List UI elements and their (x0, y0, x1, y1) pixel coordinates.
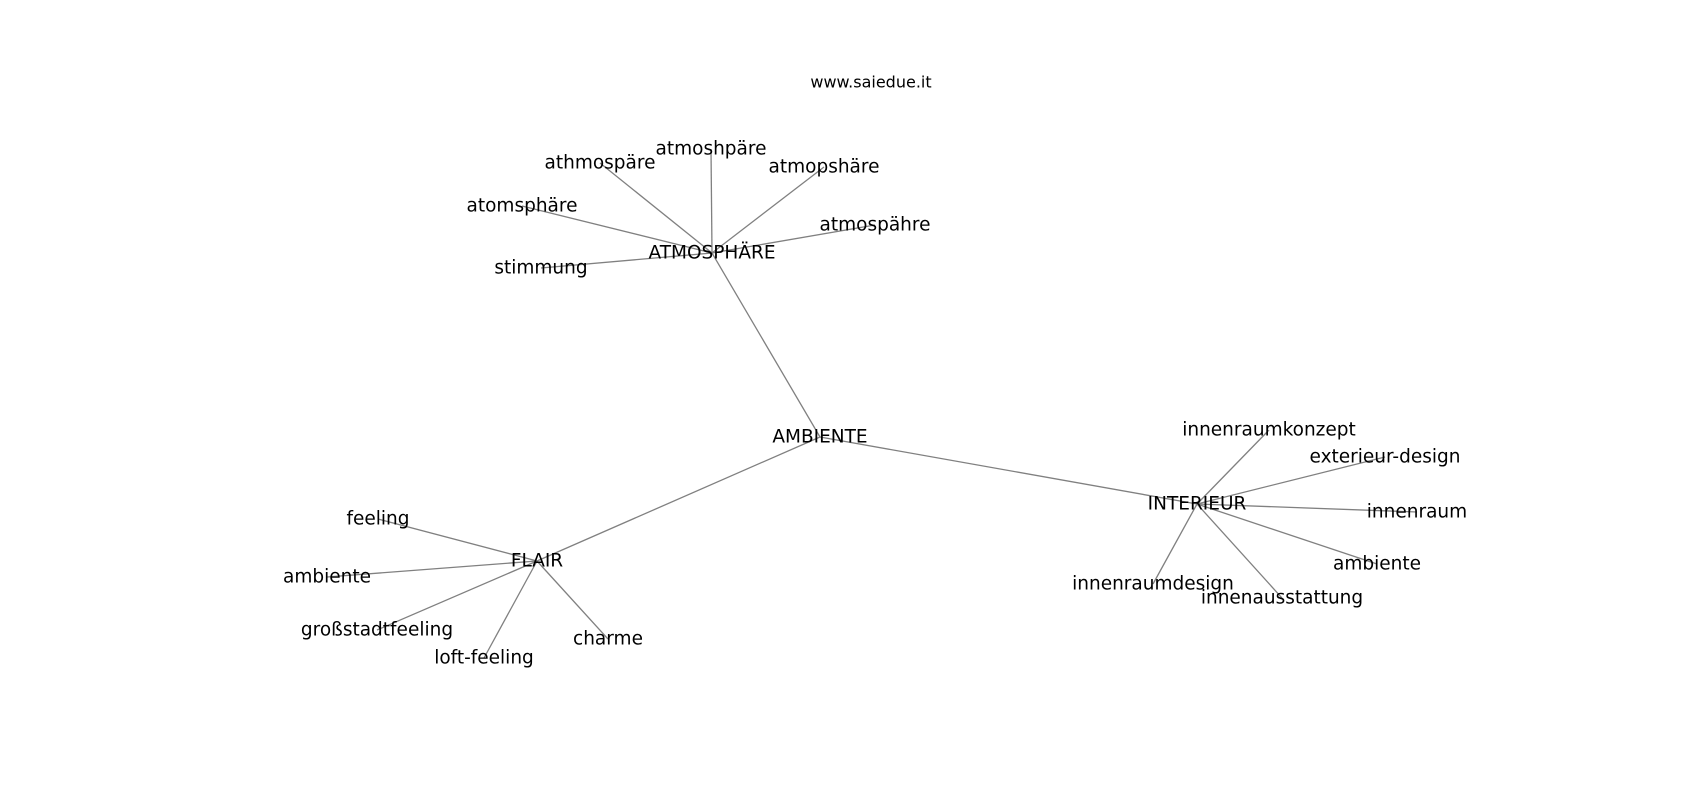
edge-atmosphaere-atmospaehre (711, 224, 876, 254)
node-label-innenraumdesign: innenraumdesign (1072, 574, 1234, 595)
edge-flair-loft-feeling (483, 560, 538, 659)
node-label-innenraum: innenraum (1367, 502, 1467, 523)
edge-flair-feeling (377, 518, 538, 562)
node-label-atomsphaere: atomsphäre (467, 196, 578, 217)
edge-interieur-innenraum (1196, 503, 1418, 513)
edge-atmosphaere-athmospaere (599, 162, 713, 254)
edges-layer (326, 148, 1418, 659)
node-label-flair: FLAIR (511, 551, 563, 572)
node-label-atmoshpaere: atmoshpäre (656, 139, 767, 160)
node-label-exterieur-design: exterieur-design (1310, 447, 1461, 468)
edge-interieur-innenraumdesign (1152, 503, 1198, 585)
edge-atmosphaere-stimmung (540, 252, 713, 269)
node-label-stimmung: stimmung (494, 258, 587, 279)
node-label-interieur: INTERIEUR (1148, 494, 1247, 515)
edge-interieur-ambiente-interieur (1196, 503, 1378, 565)
node-label-feeling: feeling (346, 509, 409, 530)
edge-flair-grossstadtfeeling (376, 560, 538, 631)
node-label-loft-feeling: loft-feeling (434, 648, 534, 669)
nodes-layer: AMBIENTE ATMOSPHÄRE INTERIEUR FLAIR athmospä… (283, 139, 1467, 669)
edge-ambiente-root-atmosphaere (711, 252, 821, 438)
node-label-ambiente-flair: ambiente (283, 567, 371, 588)
edge-flair-charme (536, 560, 609, 640)
edge-flair-ambiente-flair (326, 560, 538, 578)
source-label: www.saiedue.it (810, 73, 931, 92)
node-label-ambiente-root: AMBIENTE (772, 427, 867, 448)
node-label-atmosphaere: ATMOSPHÄRE (648, 243, 775, 264)
edge-atmosphaere-atmopshaere (711, 166, 825, 254)
edge-interieur-innenraumkonzept (1196, 429, 1270, 505)
node-label-innenraumkonzept: innenraumkonzept (1182, 420, 1356, 441)
edge-atmosphaere-atomsphaere (521, 205, 713, 254)
node-label-charme: charme (573, 629, 643, 650)
edge-ambiente-root-interieur (819, 436, 1198, 505)
node-label-atmospaehre: atmospähre (820, 215, 931, 236)
edge-interieur-exterieur-design (1196, 456, 1386, 505)
edge-ambiente-root-flair (536, 436, 821, 562)
edge-interieur-innenausstattung (1196, 503, 1283, 599)
node-label-athmospaere: athmospäre (545, 153, 656, 174)
node-label-innenausstattung: innenausstattung (1201, 588, 1363, 609)
node-label-grossstadtfeeling: großstadtfeeling (301, 620, 453, 641)
node-label-ambiente-interieur: ambiente (1333, 554, 1421, 575)
edge-atmosphaere-atmoshpaere (710, 148, 713, 254)
node-label-atmopshaere: atmopshäre (769, 157, 880, 178)
